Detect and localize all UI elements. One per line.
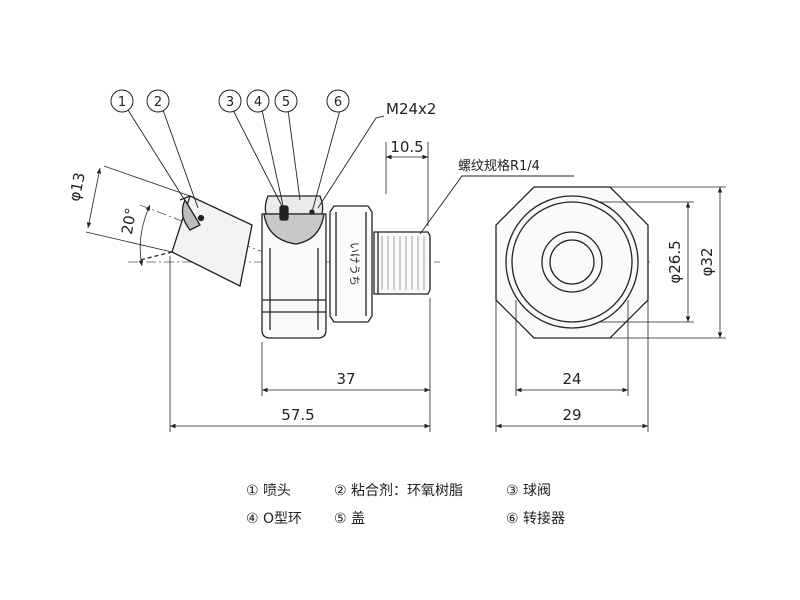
ball-section <box>263 213 325 245</box>
stamp-label: いけうち <box>348 242 361 286</box>
valve-housing <box>261 213 327 339</box>
thread-spec-label: 螺纹规格R1/4 <box>458 158 540 174</box>
flange-circle <box>511 201 633 323</box>
callout-circle-6 <box>326 89 350 113</box>
callout-4: 4 <box>254 95 262 110</box>
bore-inner-circle <box>549 239 595 285</box>
thread-lines <box>381 236 425 290</box>
callout-circle-1 <box>110 89 134 113</box>
callout-3: 3 <box>226 95 234 110</box>
end-view <box>495 186 649 339</box>
callout-2: 2 <box>154 95 162 110</box>
dim-37: 37 <box>336 370 355 388</box>
dim-phi26-5: φ26.5 <box>666 240 684 283</box>
callout-1: 1 <box>118 95 126 110</box>
nozzle-hidden-line <box>139 251 173 261</box>
dim-24: 24 <box>562 370 581 388</box>
thread-main-label: M24x2 <box>386 100 436 118</box>
outer-circle <box>505 195 639 329</box>
dim-20deg: 20° <box>118 206 140 235</box>
adapter-hex <box>329 205 373 323</box>
dimension-texts: 10.5 37 57.5 24 29 φ13 20° φ26.5 φ32 <box>65 138 716 424</box>
o-ring-mark <box>279 205 289 221</box>
hex-outline <box>495 186 649 339</box>
dim-10-5: 10.5 <box>390 138 423 156</box>
callout-group: 1 2 3 4 5 6 <box>110 89 350 113</box>
dim-phi13: φ13 <box>65 171 89 203</box>
adhesive-dot <box>197 214 205 222</box>
dim-57-5: 57.5 <box>281 406 314 424</box>
callout-5: 5 <box>282 95 290 110</box>
male-thread <box>373 231 431 295</box>
side-view <box>139 195 431 339</box>
callout-circle-4 <box>246 89 270 113</box>
callout-6: 6 <box>334 95 342 110</box>
callout-circle-2 <box>146 89 170 113</box>
callout-circle-5 <box>274 89 298 113</box>
dim-29: 29 <box>562 406 581 424</box>
nozzle-tip-edge <box>179 195 191 201</box>
adhesive-fill <box>181 198 201 231</box>
dim-phi32: φ32 <box>698 248 716 277</box>
dimension-lines <box>85 142 726 432</box>
leader-lines <box>127 109 574 235</box>
bore-outer-circle <box>541 231 603 293</box>
callout-circle-3 <box>218 89 242 113</box>
